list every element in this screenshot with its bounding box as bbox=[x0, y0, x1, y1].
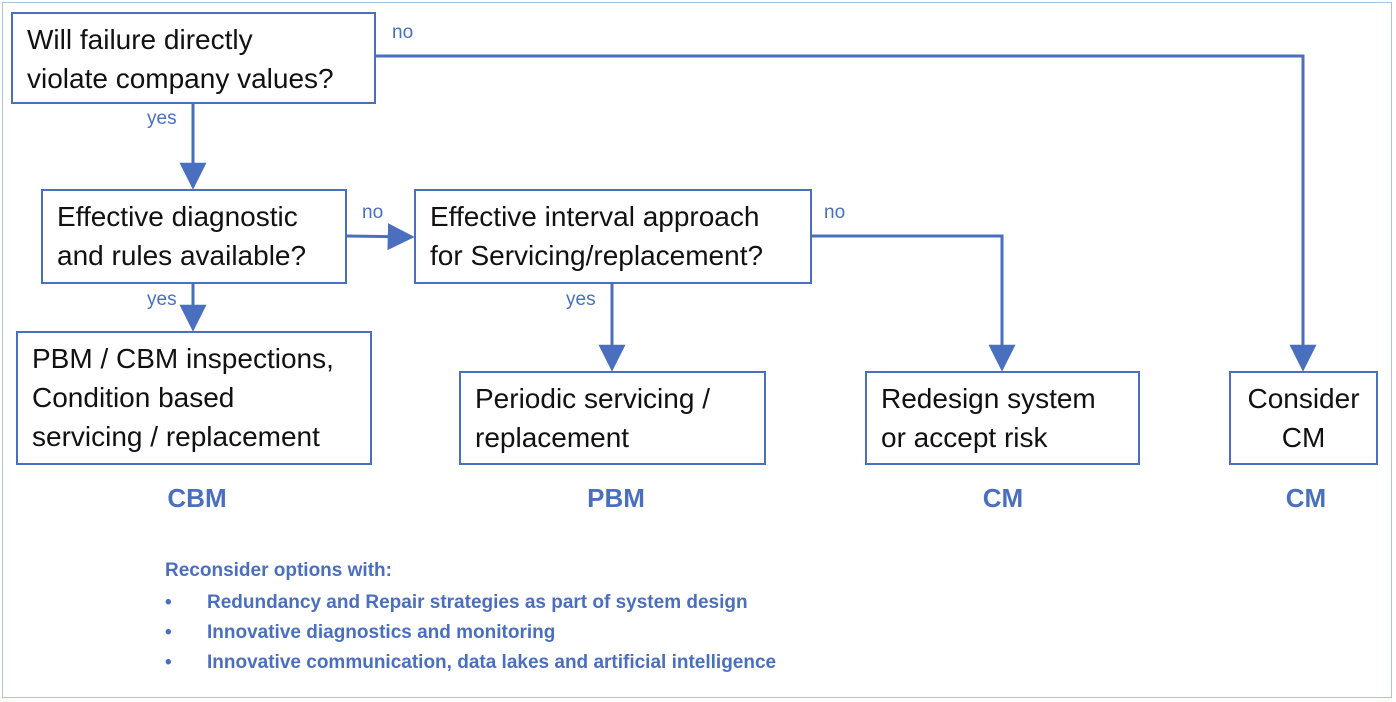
label-values-no: no bbox=[392, 22, 414, 43]
edge-interval-no bbox=[811, 234, 1016, 372]
notes-item-text: Innovative communication, data lakes and… bbox=[207, 652, 777, 673]
category-cm-consider: CM bbox=[1285, 483, 1327, 513]
label-diagnostic-no: no bbox=[362, 202, 384, 223]
outcome-periodic-servicing: Periodic servicing / replacement bbox=[459, 371, 766, 465]
category-cm-redesign: CM bbox=[982, 483, 1024, 513]
category-pbm: PBM bbox=[587, 483, 645, 513]
outcome-consider-cm: Consider CM bbox=[1229, 371, 1378, 465]
reconsider-notes: Reconsider options with: • Redundancy an… bbox=[165, 560, 776, 678]
edge-values-no bbox=[376, 54, 1317, 372]
question-diagnostic-available: Effective diagnostic and rules available… bbox=[41, 189, 347, 284]
notes-list: • Redundancy and Repair strategies as pa… bbox=[165, 588, 776, 678]
bullet-icon: • bbox=[165, 592, 172, 613]
question-interval-approach: Effective interval approach for Servicin… bbox=[414, 189, 812, 284]
label-interval-no: no bbox=[824, 202, 846, 223]
outcome-redesign-system: Redesign system or accept risk bbox=[865, 371, 1140, 465]
notes-item: • Innovative communication, data lakes a… bbox=[165, 648, 776, 678]
edge-diagnostic-no bbox=[345, 223, 415, 251]
category-cbm: CBM bbox=[167, 483, 227, 513]
notes-heading: Reconsider options with: bbox=[165, 560, 392, 581]
question-company-values: Will failure directly violate company va… bbox=[11, 12, 376, 104]
bullet-icon: • bbox=[165, 652, 172, 673]
outcome-cbm-inspections: PBM / CBM inspections, Condition based s… bbox=[16, 331, 372, 465]
notes-item-text: Redundancy and Repair strategies as part… bbox=[207, 592, 748, 613]
label-values-yes: yes bbox=[147, 108, 177, 129]
notes-item-text: Innovative diagnostics and monitoring bbox=[207, 622, 556, 643]
notes-item: • Redundancy and Repair strategies as pa… bbox=[165, 588, 776, 618]
label-diagnostic-yes: yes bbox=[147, 289, 177, 310]
notes-item: • Innovative diagnostics and monitoring bbox=[165, 618, 776, 648]
bullet-icon: • bbox=[165, 622, 172, 643]
label-interval-yes: yes bbox=[566, 289, 596, 310]
